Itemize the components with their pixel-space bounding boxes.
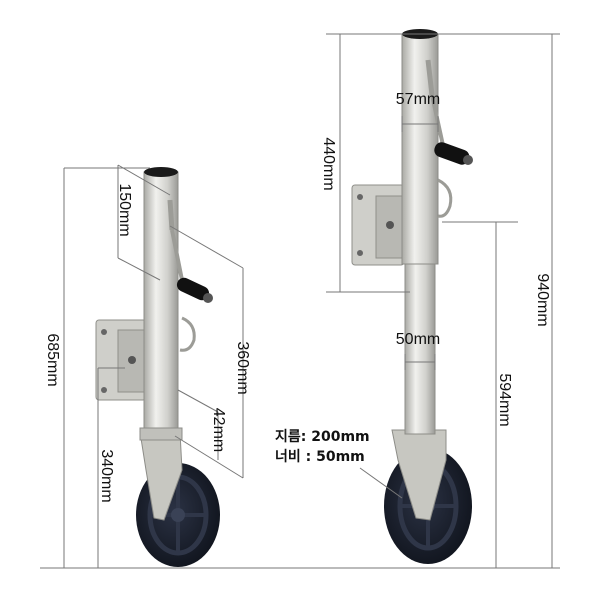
dimension-lines <box>40 33 560 569</box>
right-outer-tube <box>401 33 439 265</box>
right-overall-height-label: 940mm <box>534 273 551 326</box>
left-crank-handle <box>167 199 213 303</box>
left-lift-travel-label: 360mm <box>234 341 251 394</box>
wheel-diameter-label: 지름: 200mm <box>275 429 370 445</box>
left-overall-height-label: 685mm <box>44 333 61 386</box>
left-wheel-offset-label: 42mm <box>210 408 227 452</box>
right-lower-height-label: 594mm <box>496 373 513 426</box>
left-jack <box>95 167 220 567</box>
right-inner-tube-diameter-label: 50mm <box>396 331 440 348</box>
right-pin <box>437 178 453 218</box>
right-jack <box>351 29 473 564</box>
right-upper-length-label: 440mm <box>320 137 337 190</box>
right-tube-diameter-label: 57mm <box>396 91 440 108</box>
right-inner-tube <box>404 257 436 435</box>
left-tube-cap <box>144 167 178 177</box>
wheel-width-label: 너비 : 50mm <box>275 449 365 465</box>
right-mount-bracket <box>351 184 409 266</box>
left-mount-bracket <box>95 319 151 401</box>
right-fork <box>391 429 447 521</box>
left-bracket-height-label: 340mm <box>98 449 115 502</box>
left-pin <box>179 316 196 352</box>
left-handle-offset-label: 150mm <box>116 183 133 236</box>
